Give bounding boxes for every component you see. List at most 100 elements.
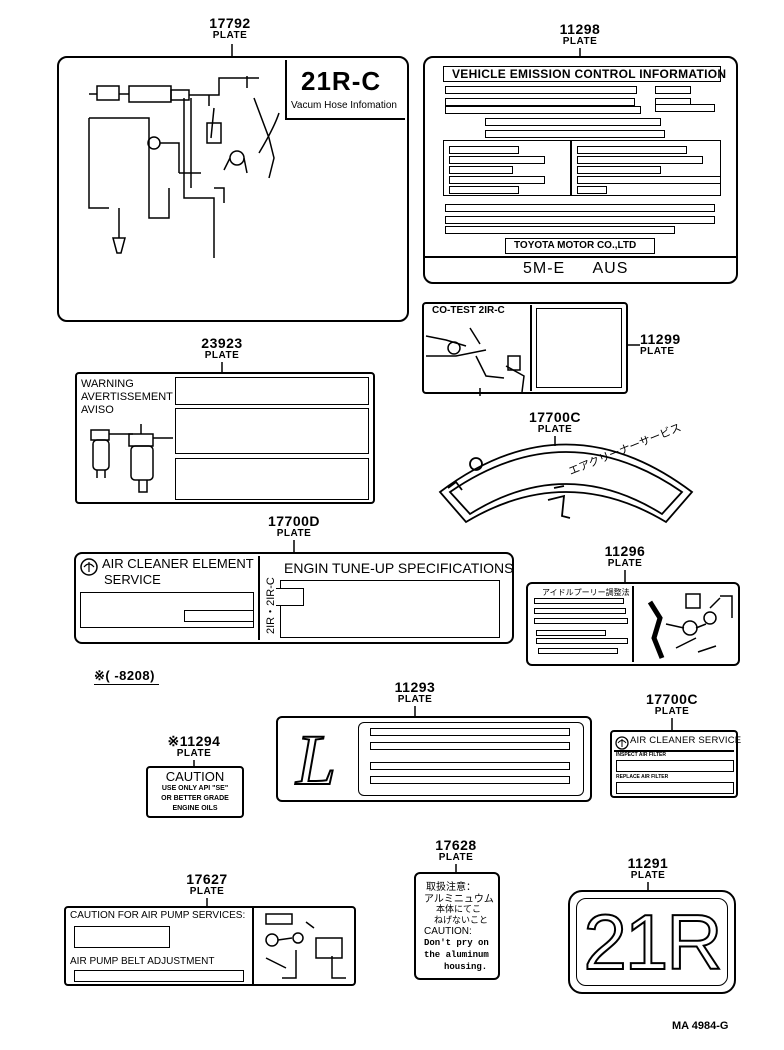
data-field bbox=[655, 86, 691, 94]
tune-up-title: ENGIN TUNE-UP SPECIFICATIONS bbox=[284, 560, 514, 576]
part-type: PLATE bbox=[212, 30, 248, 41]
data-field bbox=[449, 156, 545, 164]
part-type: PLATE bbox=[654, 706, 690, 717]
air-cleaner-service-plate: AIR CLEANER SERVICE INSPECT AIR FILTER R… bbox=[610, 730, 741, 798]
part-type: PLATE bbox=[176, 748, 212, 759]
tune-up-spec-field bbox=[280, 580, 500, 638]
air-pump-caution-title: CAUTION FOR AIR PUMP SERVICES: bbox=[70, 910, 246, 921]
part-number: ※11294 bbox=[167, 733, 221, 749]
data-field bbox=[577, 176, 721, 184]
data-field bbox=[655, 104, 715, 112]
data-field bbox=[445, 106, 641, 114]
caution-jp-line: アルミニュウム bbox=[424, 894, 494, 905]
part-type: PLATE bbox=[204, 350, 240, 361]
caution-jp-line: ねげないこと bbox=[434, 915, 489, 925]
toyota-logo-icon bbox=[615, 736, 629, 750]
caution-en-line: Don't pry on bbox=[424, 938, 489, 948]
emission-title: VEHICLE EMISSION CONTROL INFORMATION bbox=[452, 67, 727, 81]
belt-plate-divider bbox=[632, 586, 634, 662]
text-line bbox=[534, 598, 624, 604]
toyota-logo-icon bbox=[80, 558, 98, 576]
co-test-title: CO-TEST 2IR-C bbox=[432, 305, 505, 316]
data-field bbox=[445, 216, 715, 224]
part-number: 17700D bbox=[267, 513, 321, 529]
warning-text-fr: AVERTISSEMENT bbox=[81, 391, 173, 403]
text-line bbox=[370, 776, 570, 784]
part-type: PLATE bbox=[438, 852, 474, 863]
l-grade-plate: L bbox=[276, 716, 592, 802]
vacuum-hose-diagram bbox=[88, 76, 280, 258]
data-field bbox=[449, 166, 513, 174]
warning-text-box bbox=[175, 408, 369, 454]
part-type: PLATE bbox=[607, 558, 643, 569]
part-type: PLATE bbox=[276, 528, 312, 539]
text-line bbox=[534, 618, 628, 624]
caution-en-line: the aluminum bbox=[424, 950, 489, 960]
serial-number-note: ※( -8208) bbox=[94, 668, 159, 685]
engine-plate-inner-border bbox=[576, 898, 728, 986]
co-test-drawing bbox=[425, 327, 525, 396]
air-pump-belt-title: AIR PUMP BELT ADJUSTMENT bbox=[70, 956, 215, 967]
data-field bbox=[485, 130, 665, 138]
data-field bbox=[577, 166, 661, 174]
service-title: SERVICE bbox=[104, 572, 161, 587]
air-cleaner-subfield bbox=[184, 610, 254, 622]
part-number: 17628 bbox=[435, 837, 477, 853]
fuel-filter-drawing bbox=[90, 424, 173, 493]
air-pump-divider bbox=[252, 908, 254, 984]
caution-en-line: CAUTION: bbox=[424, 926, 472, 937]
part-number: 17700C bbox=[645, 691, 699, 707]
part-number: 23923 bbox=[201, 335, 243, 351]
spec-table bbox=[443, 140, 721, 196]
table-divider bbox=[570, 141, 572, 195]
text-line bbox=[534, 608, 626, 614]
data-field bbox=[449, 186, 519, 194]
data-field bbox=[449, 146, 519, 154]
text-line bbox=[536, 630, 606, 636]
maker-name: TOYOTA MOTOR CO.,LTD bbox=[514, 240, 637, 251]
inspect-filter-label: INSPECT AIR FILTER bbox=[616, 752, 666, 758]
diagram-code: MA 4984-G bbox=[672, 1020, 729, 1032]
text-line bbox=[538, 648, 618, 654]
vacuum-hose-title: Vacum Hose Infomation bbox=[291, 100, 397, 111]
belt-plate-title: アイドルプーリー調整法 bbox=[542, 588, 630, 597]
text-line bbox=[370, 728, 570, 736]
co-test-divider bbox=[530, 305, 532, 391]
text-line bbox=[536, 638, 628, 644]
inspect-filter-field bbox=[616, 760, 734, 772]
warning-text-es: AVISO bbox=[81, 404, 114, 416]
air-pump-belt-field bbox=[74, 970, 244, 982]
data-field bbox=[577, 146, 687, 154]
replace-filter-label: REPLACE AIR FILTER bbox=[616, 774, 669, 780]
engine-model: 5M-E bbox=[523, 260, 566, 277]
belt-pulley-drawing bbox=[647, 593, 733, 659]
data-field bbox=[485, 118, 661, 126]
air-cleaner-arc-plate bbox=[438, 443, 694, 524]
caution-line: OR BETTER GRADE bbox=[161, 795, 229, 802]
tune-up-notch bbox=[276, 588, 304, 606]
emission-divider bbox=[425, 256, 736, 258]
engine-code: 21R-C bbox=[301, 66, 382, 96]
part-number: 11298 bbox=[559, 21, 601, 37]
co-test-blank-box bbox=[536, 308, 622, 388]
model-row: 5M-E AUS bbox=[523, 260, 628, 278]
text-line bbox=[370, 742, 570, 750]
caution-en-line: housing. bbox=[444, 962, 488, 972]
data-field bbox=[577, 186, 607, 194]
belt-adjust-plate: アイドルプーリー調整法 bbox=[526, 582, 740, 666]
air-cleaner-element-title: AIR CLEANER ELEMENT bbox=[102, 556, 254, 571]
air-pump-plate: CAUTION FOR AIR PUMP SERVICES: AIR PUMP … bbox=[64, 906, 356, 986]
part-number: 11296 bbox=[604, 543, 646, 559]
emission-control-plate: VEHICLE EMISSION CONTROL INFORMATION TOY… bbox=[423, 56, 738, 284]
warning-text-box bbox=[175, 458, 369, 500]
data-field bbox=[449, 176, 545, 184]
data-field bbox=[445, 86, 637, 94]
